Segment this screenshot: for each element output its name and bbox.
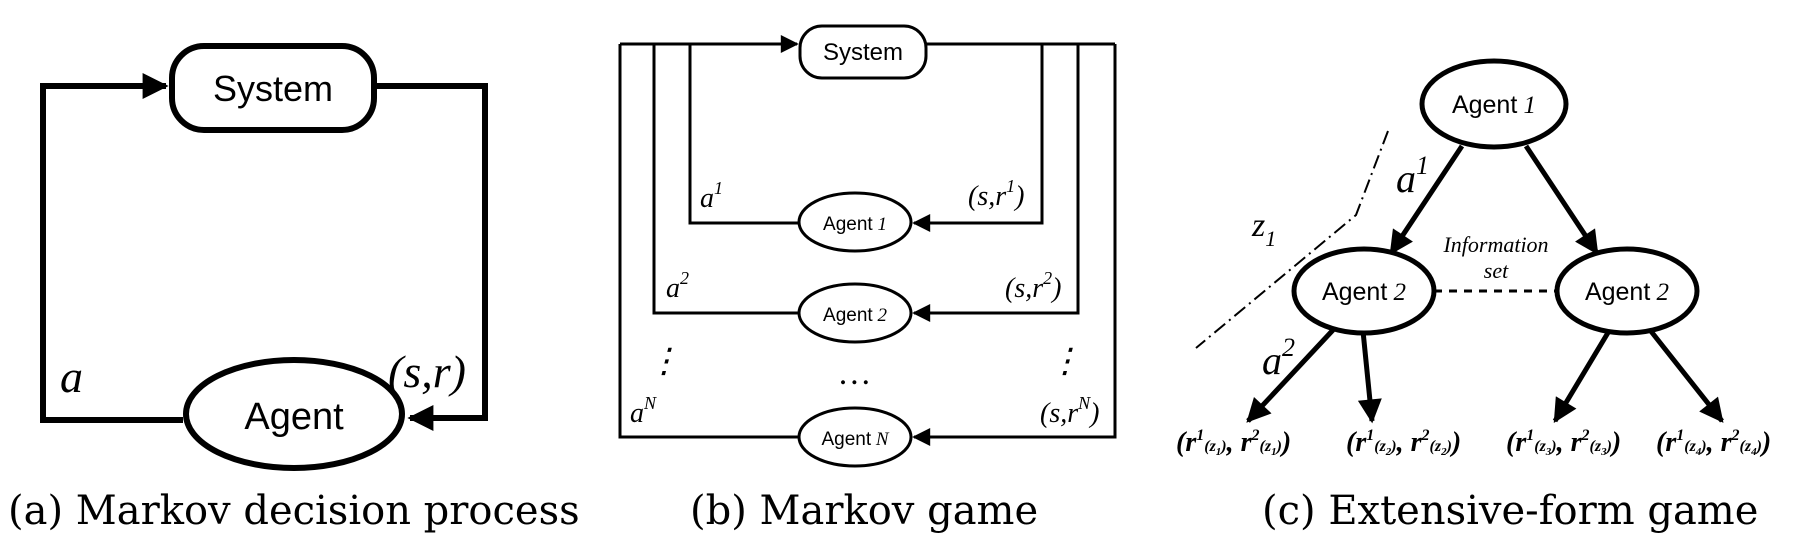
panel-b: System Agent 1 Agent 2 Agent N a1 a2 aN … <box>618 24 1117 534</box>
action-label-2: a2 <box>666 268 689 304</box>
leaf-payoff-3: (r1(z3), r2(z3)) <box>1506 427 1621 458</box>
feedback-line-1 <box>912 44 1044 232</box>
edge-l-1 <box>1246 328 1335 423</box>
feedback-label: (s,r) <box>388 346 466 397</box>
edge-r-1 <box>1552 329 1612 424</box>
feedback-line-n <box>912 44 1117 446</box>
action-line-1 <box>688 44 799 225</box>
hdots-center: … <box>840 355 870 392</box>
z1-label: z1 <box>1251 207 1276 251</box>
leaf-payoff-4: (r1(z4), r2(z4)) <box>1656 427 1771 458</box>
z1-boundary <box>1195 130 1389 349</box>
system-label: System <box>213 68 333 109</box>
leaf-payoff-1: (r1(z1), r2(z1)) <box>1176 427 1291 458</box>
agent-2-left-label: Agent 2 <box>1322 278 1406 306</box>
action-line-n <box>618 44 799 439</box>
agent-2-left-node <box>1291 246 1437 336</box>
caption-a: (a) Markov decision process <box>8 488 580 534</box>
action-arrow <box>40 73 183 423</box>
edge-r-2 <box>1648 328 1724 423</box>
agent-2-label: Agent 2 <box>823 305 887 326</box>
edge-root-right <box>1523 144 1600 255</box>
agent-2-right-label: Agent 2 <box>1585 278 1669 306</box>
feedback-line-2 <box>912 44 1080 322</box>
feedback-label-n: (s,rN) <box>1040 393 1099 429</box>
action-label-1: a1 <box>700 178 723 214</box>
agent-1-root-label: Agent 1 <box>1452 91 1536 119</box>
action-label: a <box>60 351 83 402</box>
edge-root-left <box>1388 144 1465 255</box>
action-line-2 <box>652 44 799 315</box>
agent-2-right-node <box>1554 246 1700 336</box>
action-label-n: aN <box>630 393 657 429</box>
system-node-b <box>798 24 928 80</box>
system-label-b: System <box>823 39 903 66</box>
leaf-payoff-2: (r1(z2), r2(z2)) <box>1346 427 1461 458</box>
edge-l-2 <box>1357 330 1382 424</box>
agent-1-root-node <box>1419 58 1569 150</box>
feedback-label-2: (s,r2) <box>1005 268 1061 304</box>
agent-n-label: Agent N <box>821 429 889 450</box>
feedback-label-1: (s,r1) <box>968 176 1024 212</box>
agent-node <box>183 357 405 471</box>
vdots-left: ⋮ <box>647 343 681 380</box>
edge-label-a1: a1 <box>1396 151 1429 201</box>
vdots-right: ⋮ <box>1048 343 1082 380</box>
agent-1-label: Agent 1 <box>823 214 887 235</box>
caption-c: (c) Extensive-form game <box>1262 488 1758 534</box>
edge-label-a2: a2 <box>1262 333 1295 383</box>
caption-b: (b) Markov game <box>690 488 1038 534</box>
panel-a: System Agent a (s,r) (a) Markov decision… <box>8 43 580 534</box>
feedback-arrow <box>374 83 488 431</box>
agent-label: Agent <box>244 396 344 438</box>
